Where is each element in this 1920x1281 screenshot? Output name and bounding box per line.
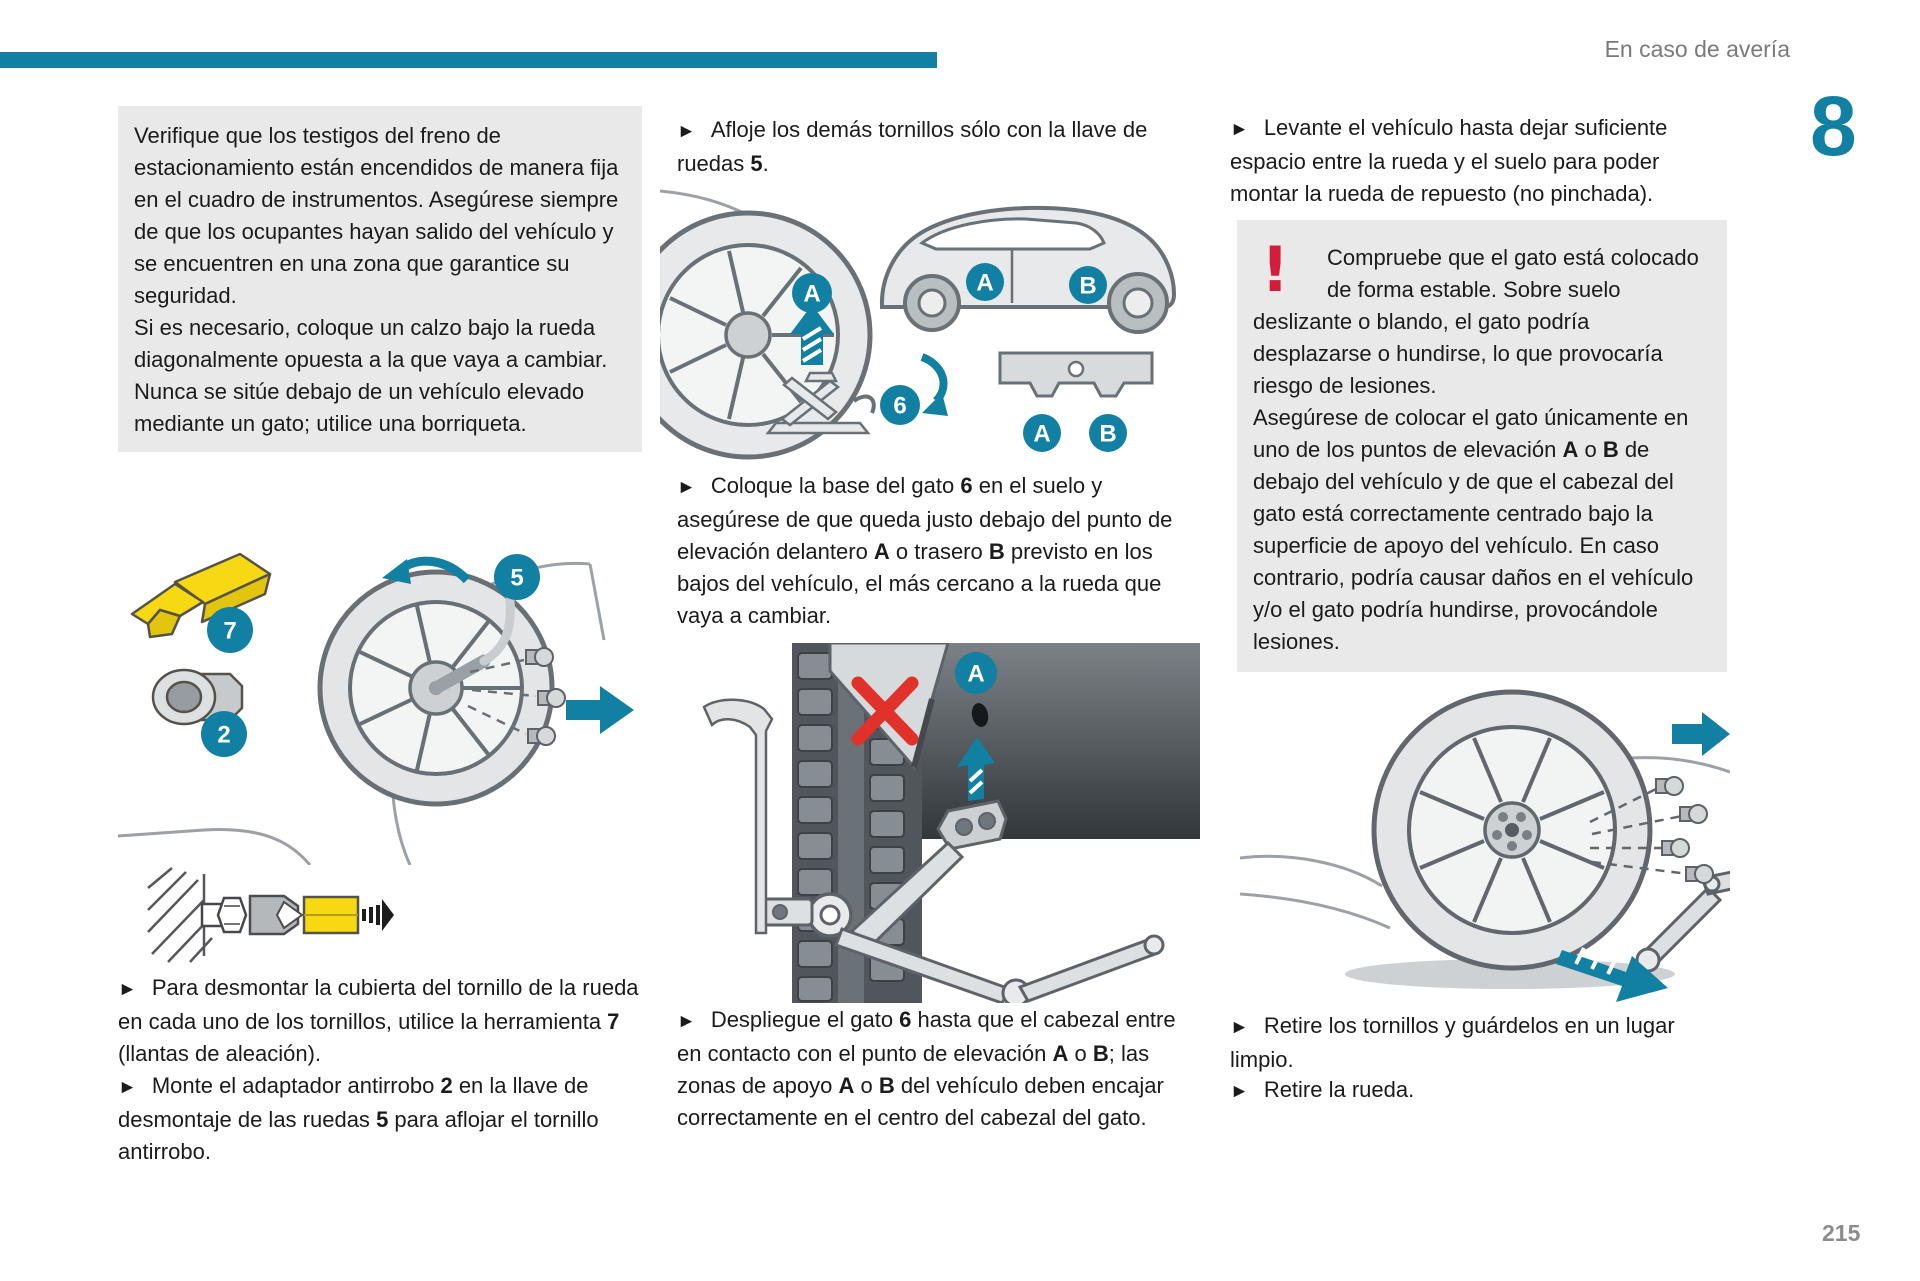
step-text: Afloje los demás tornillos sólo con la l… bbox=[677, 117, 1148, 176]
figure-bolt-cover-removal bbox=[147, 867, 394, 963]
rotate-arrow-icon bbox=[382, 556, 471, 584]
step-text: Para desmontar la cubierta del tornillo … bbox=[118, 975, 639, 1066]
wheel-closeup bbox=[660, 210, 873, 460]
warning-paragraph: Asegúrese de colocar el gato únicamente … bbox=[1253, 405, 1694, 654]
step-text: Coloque la base del gato 6 en el suelo y… bbox=[677, 473, 1173, 628]
crank-arrow-icon bbox=[920, 353, 948, 416]
bullet-icon: ► bbox=[118, 979, 137, 1000]
jack-warning-box: ! Compruebe que el gato está colocado de… bbox=[1237, 220, 1727, 672]
chapter-number: 8 bbox=[1810, 79, 1857, 173]
col2-step-2: ►Coloque la base del gato 6 en el suelo … bbox=[677, 470, 1189, 632]
note-paragraph: Nunca se sitúe debajo de un vehículo ele… bbox=[134, 379, 585, 436]
jack-crank-handle bbox=[702, 698, 774, 935]
svg-text:A: A bbox=[803, 281, 820, 308]
bullet-icon: ► bbox=[677, 121, 696, 142]
svg-text:5: 5 bbox=[510, 565, 523, 592]
direction-arrow-icon bbox=[1672, 712, 1730, 756]
underbody-strip bbox=[998, 351, 1154, 398]
step: ►Para desmontar la cubierta del tornillo… bbox=[118, 972, 650, 1070]
bullet-icon: ► bbox=[1230, 1017, 1249, 1038]
jack-behind bbox=[1635, 870, 1730, 973]
step-text: Retire la rueda. bbox=[1263, 1077, 1415, 1102]
svg-text:B: B bbox=[1099, 421, 1116, 448]
note-paragraph: Verifique que los testigos del freno de … bbox=[134, 123, 619, 308]
accent-rule bbox=[0, 52, 937, 68]
svg-text:A: A bbox=[1033, 421, 1050, 448]
svg-text:A: A bbox=[976, 270, 993, 297]
direction-arrow-icon bbox=[566, 686, 634, 734]
warning-exclamation-icon: ! bbox=[1261, 233, 1290, 306]
label-badge-2: 2 bbox=[201, 711, 247, 757]
step-text: Retire los tornillos y guárdelos en un l… bbox=[1230, 1013, 1675, 1072]
label-badge-5: 5 bbox=[494, 554, 540, 600]
figure-jack-points: A 6 A B A B bbox=[660, 189, 1177, 460]
svg-text:2: 2 bbox=[217, 722, 230, 749]
lift-arrow-icon bbox=[790, 305, 834, 365]
step-text: Levante el vehículo hasta dejar suficien… bbox=[1230, 115, 1668, 206]
lift-arrow-icon bbox=[957, 737, 995, 801]
label-badge-b-under: B bbox=[1089, 414, 1127, 452]
car-side-view bbox=[879, 205, 1177, 334]
col3-step-1: ►Levante el vehículo hasta dejar suficie… bbox=[1230, 112, 1730, 210]
safety-note-box: Verifique que los testigos del freno de … bbox=[118, 106, 642, 452]
wrong-position-x-icon bbox=[851, 676, 919, 746]
col3-step-2: ►Retire los tornillos y guárdelos en un … bbox=[1230, 1010, 1730, 1076]
step-text: Monte el adaptador antirrobo 2 en la lla… bbox=[118, 1073, 599, 1164]
col2-step-1: ►Afloje los demás tornillos sólo con la … bbox=[677, 114, 1189, 180]
col1-steps: ►Para desmontar la cubierta del tornillo… bbox=[118, 972, 650, 1168]
step-text: Despliegue el gato 6 hasta que el cabeza… bbox=[677, 1007, 1176, 1130]
jacking-hole bbox=[971, 703, 989, 727]
step: ►Levante el vehículo hasta dejar suficie… bbox=[1230, 112, 1730, 210]
jack-head-and-arms bbox=[762, 799, 1165, 1003]
pull-arrow-icon bbox=[362, 899, 394, 931]
bullet-icon: ► bbox=[1230, 1081, 1249, 1102]
step: ►Retire los tornillos y guárdelos en un … bbox=[1230, 1010, 1730, 1076]
remove-wheel-arrow-icon bbox=[1556, 947, 1668, 1002]
bullet-icon: ► bbox=[677, 477, 696, 498]
page-number: 215 bbox=[1822, 1220, 1861, 1246]
bullet-icon: ► bbox=[118, 1077, 137, 1098]
wheel-wrench bbox=[429, 595, 515, 695]
col2-step-3: ►Despliegue el gato 6 hasta que el cabez… bbox=[677, 1004, 1189, 1134]
figure-wheel-and-tools: 7 2 5 bbox=[118, 552, 634, 865]
svg-text:B: B bbox=[1079, 273, 1096, 300]
col3-step-3: ► Retire la rueda. bbox=[1230, 1074, 1730, 1108]
step: ►Despliegue el gato 6 hasta que el cabez… bbox=[677, 1004, 1189, 1134]
label-badge-a-front: A bbox=[966, 263, 1004, 301]
label-badge-7: 7 bbox=[207, 607, 253, 653]
note-paragraph: Si es necesario, coloque un calzo bajo l… bbox=[134, 315, 608, 372]
step: ► Retire la rueda. bbox=[1230, 1074, 1730, 1108]
step: ►Monte el adaptador antirrobo 2 en la ll… bbox=[118, 1070, 650, 1168]
svg-text:7: 7 bbox=[223, 618, 236, 645]
label-badge-b-rear: B bbox=[1069, 266, 1107, 304]
label-badge-a-under: A bbox=[1023, 414, 1061, 452]
step: ►Coloque la base del gato 6 en el suelo … bbox=[677, 470, 1189, 632]
figure-remove-wheel bbox=[1240, 689, 1730, 1002]
antitheft-adapter bbox=[151, 668, 244, 726]
label-badge-a-closeup: A bbox=[792, 273, 832, 313]
figure-jack-positioning: A bbox=[702, 643, 1200, 1003]
label-badge-6: 6 bbox=[880, 385, 920, 425]
bullet-icon: ► bbox=[1230, 119, 1249, 140]
svg-text:6: 6 bbox=[893, 393, 906, 420]
removed-bolts bbox=[1655, 776, 1714, 884]
label-badge-a: A bbox=[955, 652, 997, 694]
running-header: En caso de avería bbox=[1604, 36, 1790, 62]
warning-paragraph: Compruebe que el gato está colocado de f… bbox=[1253, 245, 1699, 398]
step: ►Afloje los demás tornillos sólo con la … bbox=[677, 114, 1189, 180]
bullet-icon: ► bbox=[677, 1011, 696, 1032]
svg-text:A: A bbox=[967, 661, 984, 688]
wheel-bolts bbox=[525, 647, 566, 746]
scissor-jack-sketch bbox=[765, 371, 876, 435]
